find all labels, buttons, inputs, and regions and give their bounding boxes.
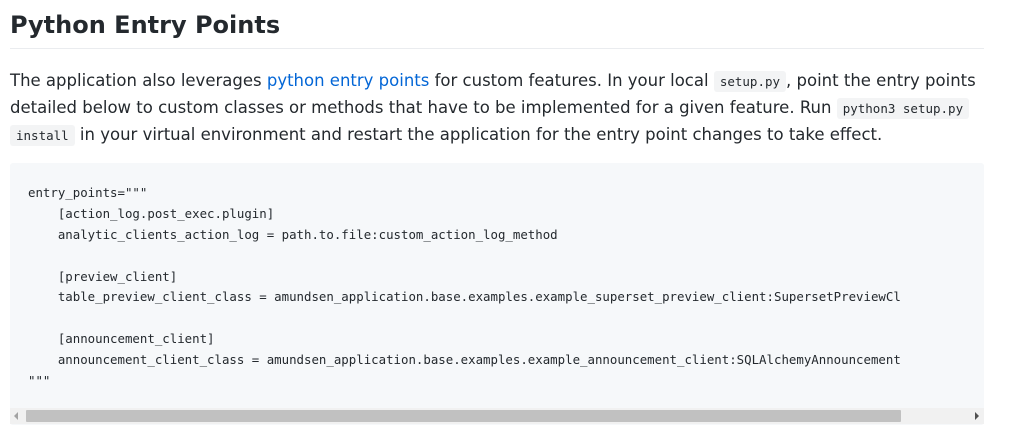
paragraph-line-3: install in your virtual environment and … xyxy=(10,122,990,149)
code-line: [announcement_client] xyxy=(28,331,215,347)
paragraph-line-1: The application also leverages python en… xyxy=(10,68,990,95)
heading-divider xyxy=(10,48,984,49)
code-line: table_preview_client_class = amundsen_ap… xyxy=(28,289,901,305)
section-heading: Python Entry Points xyxy=(10,11,281,39)
code-line: [preview_client] xyxy=(28,268,178,284)
code-block[interactable]: entry_points=""" [action_log.post_exec.p… xyxy=(10,163,984,425)
code-line xyxy=(28,308,901,329)
intro-paragraph: The application also leverages python en… xyxy=(10,68,990,149)
code-line: """ xyxy=(28,373,51,389)
inline-code-install-command-cont: install xyxy=(10,125,75,146)
paragraph-text: detailed below to custom classes or meth… xyxy=(10,98,837,117)
paragraph-text: The application also leverages xyxy=(10,71,267,90)
code-line: [action_log.post_exec.plugin] xyxy=(28,205,275,221)
code-content: entry_points=""" [action_log.post_exec.p… xyxy=(28,183,901,392)
scrollbar-thumb[interactable] xyxy=(26,410,901,422)
paragraph-text: , point the entry points xyxy=(786,71,976,90)
code-line: announcement_client_class = amundsen_app… xyxy=(28,352,901,368)
inline-code-setup-py: setup.py xyxy=(713,71,787,92)
horizontal-scrollbar[interactable] xyxy=(10,408,984,424)
code-line: entry_points=""" xyxy=(28,185,148,200)
inline-code-install-command: python3 setup.py xyxy=(836,98,970,119)
python-entry-points-link[interactable]: python entry points xyxy=(266,71,430,90)
paragraph-line-2: detailed below to custom classes or meth… xyxy=(10,95,990,122)
triangle-left-icon[interactable] xyxy=(14,412,18,420)
triangle-right-icon[interactable] xyxy=(975,412,979,420)
code-line: analytic_clients_action_log = path.to.fi… xyxy=(28,226,558,242)
code-line xyxy=(28,246,901,267)
paragraph-text: in your virtual environment and restart … xyxy=(74,125,883,144)
paragraph-text: for custom features. In your local xyxy=(429,71,714,90)
